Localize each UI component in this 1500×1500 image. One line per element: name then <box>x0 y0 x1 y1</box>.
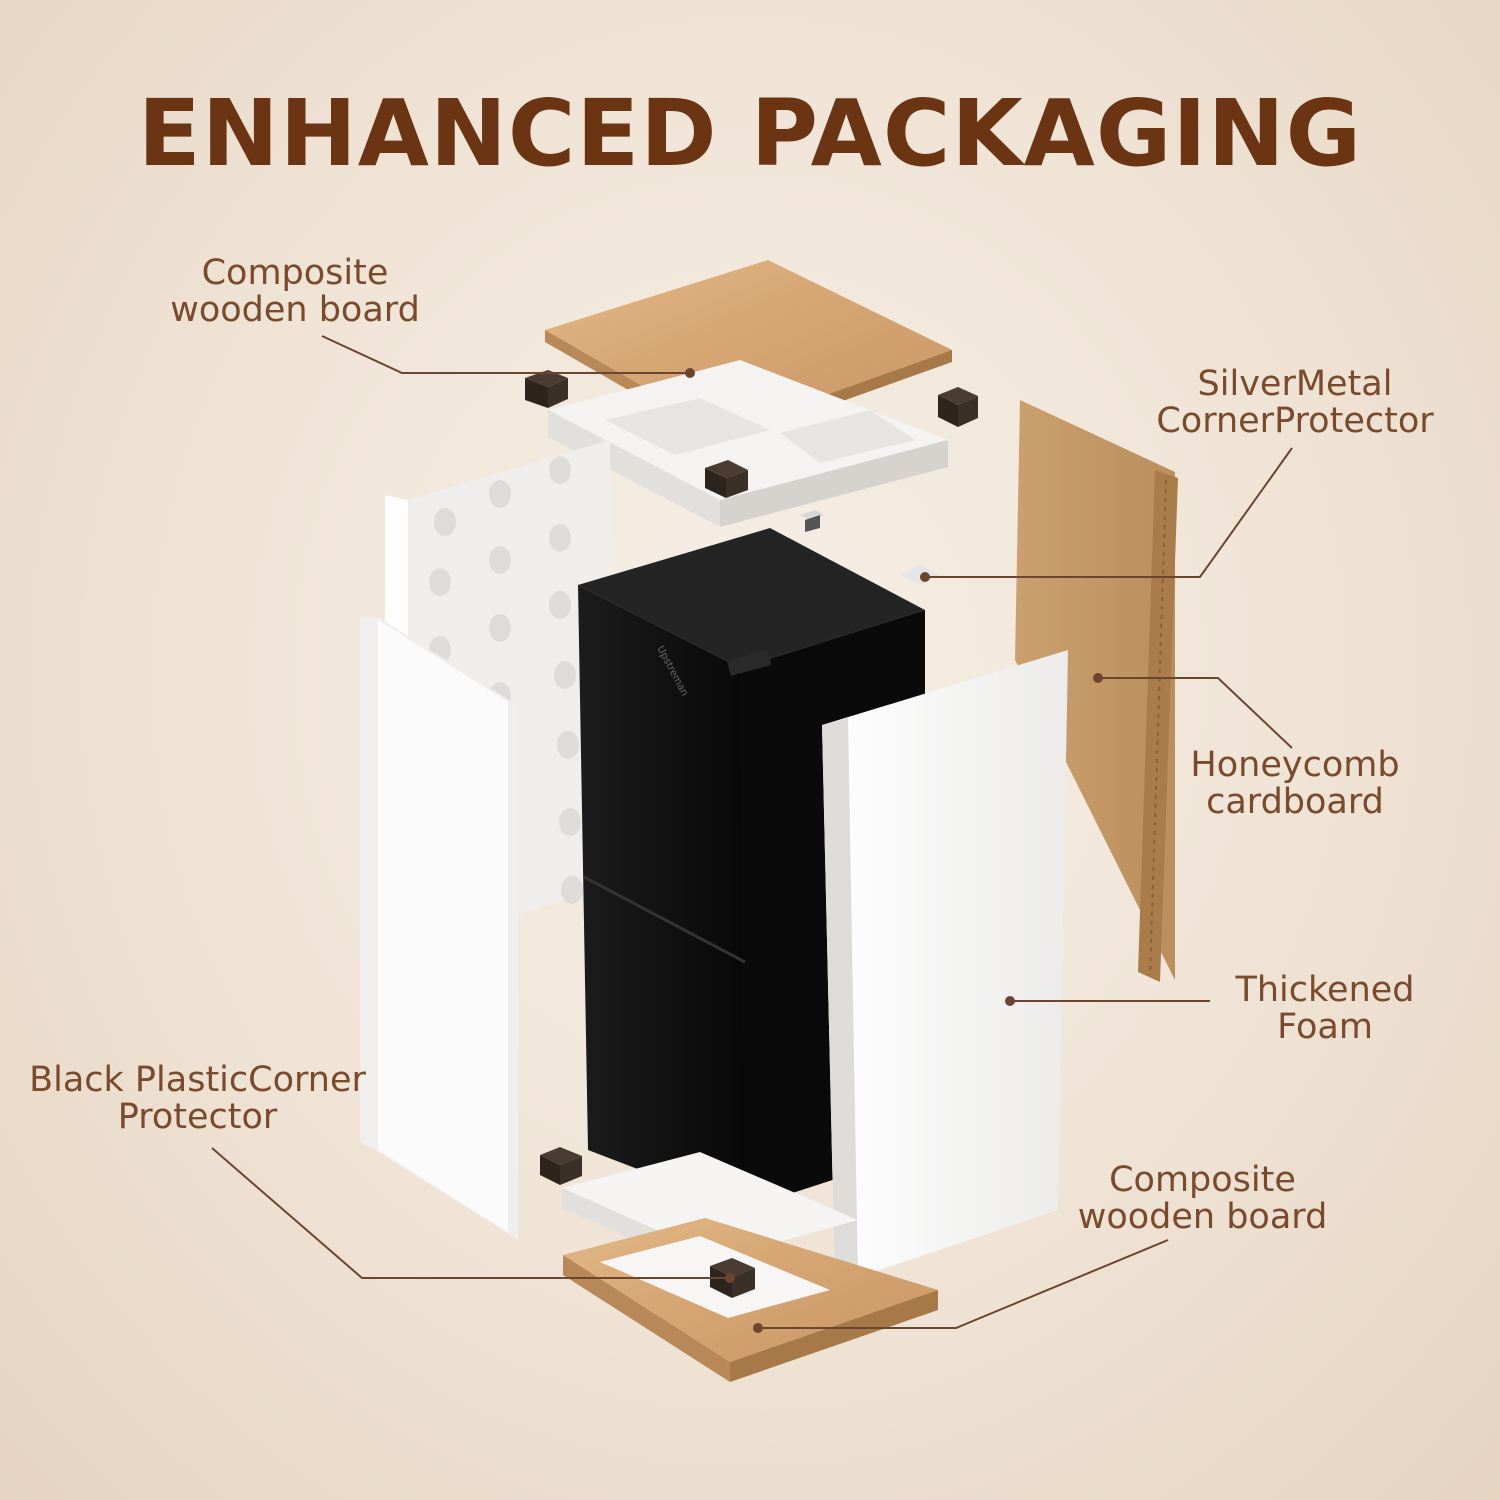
thickened-foam-panel <box>822 650 1068 1285</box>
black-corner-protector-bottom <box>540 1147 755 1298</box>
top-wooden-board <box>545 260 952 432</box>
leader-metal-protector <box>925 447 1293 578</box>
page-title: ENHANCED PACKAGING <box>137 80 1363 187</box>
label-thickened-foam: Thickened Foam <box>1235 970 1415 1047</box>
leader-lines <box>211 335 1293 1329</box>
left-foam-panel-front <box>360 618 518 1240</box>
black-corner-protector-top <box>525 370 978 498</box>
label-bottom-composite-board: Composite wooden board <box>1077 1160 1328 1237</box>
label-silver-metal-corner-protector: SilverMetal CornerProtector <box>1156 364 1434 441</box>
leader-top-board <box>321 335 690 374</box>
leader-bottom-board <box>758 1239 1169 1329</box>
leader-honeycomb <box>1098 677 1293 749</box>
leader-dots <box>685 368 1103 1333</box>
label-honeycomb-cardboard: Honeycomb cardboard <box>1190 745 1400 822</box>
leader-plastic-protector <box>211 1147 730 1279</box>
silver-metal-corner-protector <box>800 510 940 585</box>
honeycomb-cardboard-panel <box>1015 400 1178 982</box>
label-black-plastic-corner-protector: Black PlasticCorner Protector <box>29 1060 366 1137</box>
label-top-composite-board: Composite wooden board <box>170 253 420 330</box>
top-foam-frame <box>548 360 948 527</box>
